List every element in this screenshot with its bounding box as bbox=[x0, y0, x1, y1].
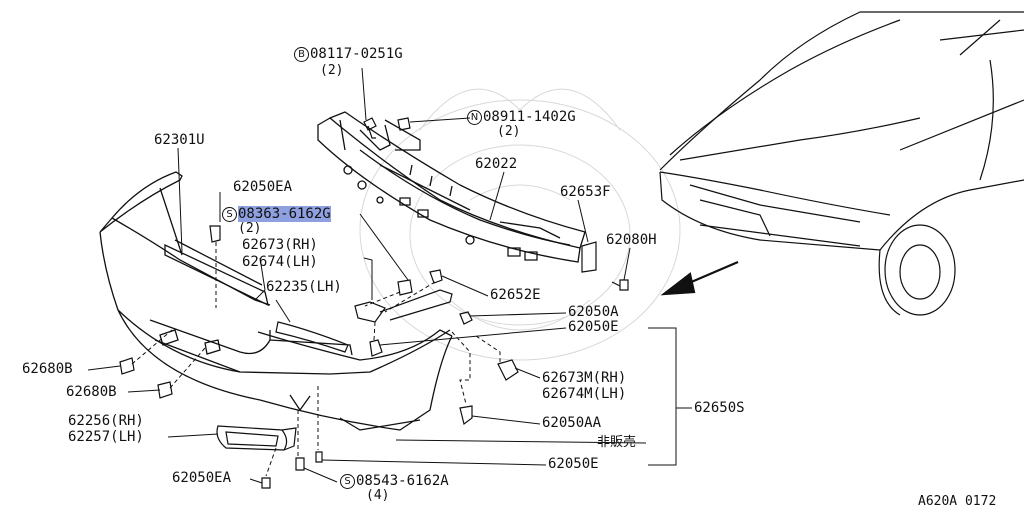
car-outline bbox=[660, 12, 1024, 315]
bolt-mark-b: B bbox=[294, 47, 309, 62]
label-62022: 62022 bbox=[475, 156, 518, 172]
label-62301u: 62301U bbox=[154, 132, 205, 148]
small-parts bbox=[120, 118, 628, 488]
label-62680b-2: 62680B bbox=[66, 384, 117, 400]
label-62050aa: 62050AA bbox=[542, 415, 602, 431]
label-62080h: 62080H bbox=[606, 232, 657, 248]
highlighted-part-number[interactable]: 08363-6162G bbox=[238, 206, 331, 222]
dashed-guides bbox=[132, 242, 500, 476]
reinforcement-beam bbox=[318, 112, 585, 262]
label-62050e-top: 62050E bbox=[568, 319, 619, 335]
direction-arrow bbox=[664, 262, 738, 294]
watermark bbox=[360, 89, 680, 360]
label-62050ea-top: 62050EA bbox=[233, 179, 293, 195]
label-62653f: 62653F bbox=[560, 184, 611, 200]
label-08911-qty: (2) bbox=[497, 124, 521, 139]
label-62673-rh: 62673(RH) bbox=[242, 237, 318, 253]
label-62050e-bottom: 62050E bbox=[548, 456, 599, 472]
bumper-cover bbox=[100, 172, 452, 430]
screw-mark-s: S bbox=[222, 207, 237, 222]
label-not-sold: 非販売 bbox=[597, 435, 637, 450]
screw-mark-s-2: S bbox=[340, 474, 355, 489]
label-62674m-lh: 62674M(LH) bbox=[542, 386, 627, 402]
label-08363-qty: (2) bbox=[238, 221, 262, 236]
label-62650s: 62650S bbox=[694, 400, 745, 416]
label-62050a: 62050A bbox=[568, 304, 619, 320]
label-62680b-1: 62680B bbox=[22, 361, 73, 377]
label-62050ea-bottom: 62050EA bbox=[172, 470, 232, 486]
label-62235-lh: 62235(LH) bbox=[266, 279, 342, 295]
label-62673m-rh: 62673M(RH) bbox=[542, 370, 627, 386]
label-08117-qty: (2) bbox=[320, 63, 344, 78]
label-62257-lh: 62257(LH) bbox=[68, 429, 144, 445]
label-62652e: 62652E bbox=[490, 287, 541, 303]
label-08543-qty: (4) bbox=[366, 488, 390, 503]
label-62256-rh: 62256(RH) bbox=[68, 413, 144, 429]
page-id: A620A 0172 bbox=[918, 494, 997, 509]
leader-lines bbox=[88, 68, 692, 483]
label-62674-lh: 62674(LH) bbox=[242, 254, 318, 270]
nut-mark-n: N bbox=[467, 110, 482, 125]
